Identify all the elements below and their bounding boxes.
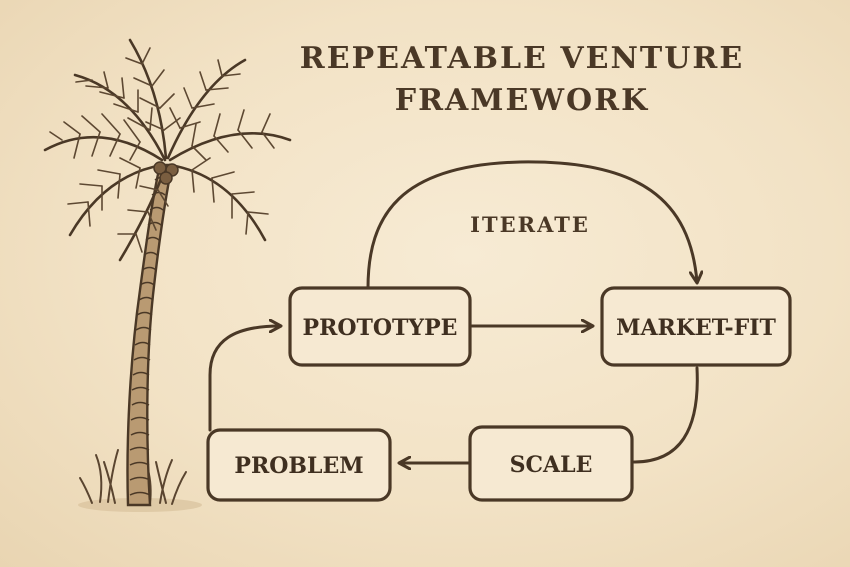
- palm-tree-icon: [43, 38, 292, 512]
- node-problem: PROBLEM: [206, 428, 392, 502]
- title-line-1: REPEATABLE VENTURE: [300, 41, 744, 76]
- palm-fronds: [43, 38, 292, 262]
- diagram-title: REPEATABLE VENTURE FRAMEWORK: [300, 41, 744, 118]
- node-market-fit: MARKET-FIT: [600, 286, 792, 367]
- node-scale: SCALE: [468, 425, 634, 502]
- problem-to-prototype-arrow: [208, 326, 280, 432]
- node-problem-label: PROBLEM: [234, 453, 363, 479]
- node-prototype: PROTOTYPE: [288, 286, 472, 367]
- node-scale-label: SCALE: [510, 452, 593, 478]
- iterate-loop-arrow: [366, 160, 697, 290]
- marketfit-to-scale-connector: [632, 366, 699, 464]
- iterate-label: ITERATE: [470, 212, 590, 237]
- title-line-2: FRAMEWORK: [395, 83, 649, 118]
- node-market-fit-label: MARKET-FIT: [616, 315, 776, 341]
- node-prototype-label: PROTOTYPE: [303, 315, 458, 341]
- grass-tuft: [79, 449, 187, 505]
